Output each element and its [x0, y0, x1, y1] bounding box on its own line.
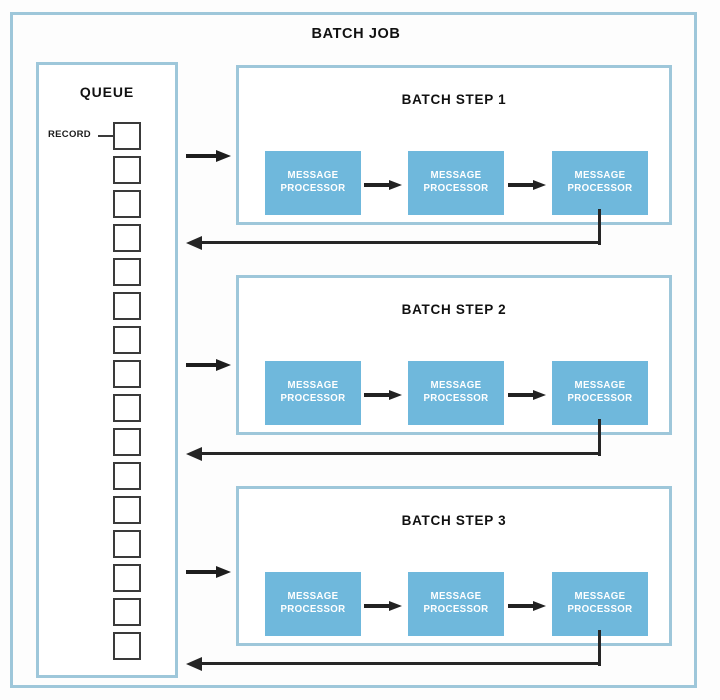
processor-label-line1: MESSAGE — [574, 591, 626, 603]
arrow-shaft — [186, 570, 219, 574]
queue-record-box — [113, 496, 141, 524]
step-3-message-processor-2: MESSAGE PROCESSOR — [408, 572, 504, 636]
arrow-shaft — [186, 363, 219, 367]
queue-record-box — [113, 598, 141, 626]
batch-step-3-title: BATCH STEP 3 — [401, 513, 507, 528]
queue-to-step-3-arrow — [186, 566, 236, 578]
processor-label-line2: PROCESSOR — [567, 183, 633, 194]
processor-label-line2: PROCESSOR — [567, 393, 633, 404]
queue-record-box — [113, 190, 141, 218]
arrow-shaft — [186, 154, 219, 158]
queue-record-box — [113, 394, 141, 422]
arrow-head-icon — [533, 601, 546, 611]
step-1-message-processor-3: MESSAGE PROCESSOR — [552, 151, 648, 215]
queue-title: QUEUE — [79, 84, 135, 100]
processor-label-line1: MESSAGE — [574, 380, 626, 392]
arrow-head-icon — [389, 180, 402, 190]
step-1-processor-arrow-1 — [364, 180, 404, 190]
batch-step-1-panel: BATCH STEP 1 MESSAGE PROCESSOR MESSAGE P… — [236, 65, 672, 225]
batch-job-title: BATCH JOB — [0, 26, 720, 42]
queue-record-box — [113, 428, 141, 456]
arrow-head-icon — [216, 359, 231, 371]
return-line — [200, 452, 601, 456]
processor-label-line1: MESSAGE — [430, 380, 482, 392]
queue-record-stack — [113, 122, 143, 666]
queue-record-box — [113, 360, 141, 388]
processor-label-line2: PROCESSOR — [280, 604, 346, 615]
arrow-head-icon — [533, 390, 546, 400]
step-3-message-processor-1: MESSAGE PROCESSOR — [265, 572, 361, 636]
arrow-head-icon — [389, 601, 402, 611]
return-riser — [598, 419, 602, 456]
queue-record-box — [113, 122, 141, 150]
return-line — [200, 662, 601, 666]
arrow-shaft — [508, 183, 535, 187]
batch-step-2-panel: BATCH STEP 2 MESSAGE PROCESSOR MESSAGE P… — [236, 275, 672, 435]
step-1-message-processor-1: MESSAGE PROCESSOR — [265, 151, 361, 215]
processor-label-line2: PROCESSOR — [423, 604, 489, 615]
processor-label-line2: PROCESSOR — [423, 183, 489, 194]
step-2-message-processor-2: MESSAGE PROCESSOR — [408, 361, 504, 425]
arrow-head-icon — [186, 236, 202, 250]
batch-step-3-panel: BATCH STEP 3 MESSAGE PROCESSOR MESSAGE P… — [236, 486, 672, 646]
processor-label-line1: MESSAGE — [574, 170, 626, 182]
step-1-processor-arrow-2 — [508, 180, 548, 190]
queue-record-box — [113, 326, 141, 354]
arrow-head-icon — [186, 447, 202, 461]
arrow-shaft — [364, 183, 391, 187]
record-label: RECORD — [48, 129, 91, 140]
batch-job-title-text: BATCH JOB — [311, 26, 401, 42]
queue-to-step-1-arrow — [186, 150, 236, 162]
step-2-message-processor-3: MESSAGE PROCESSOR — [552, 361, 648, 425]
batch-job-frame — [10, 12, 697, 688]
arrow-shaft — [364, 604, 391, 608]
processor-label-line1: MESSAGE — [287, 170, 339, 182]
queue-record-box — [113, 462, 141, 490]
batch-step-1-title: BATCH STEP 1 — [401, 92, 507, 107]
arrow-head-icon — [389, 390, 402, 400]
queue-to-step-2-arrow — [186, 359, 236, 371]
processor-label-line2: PROCESSOR — [423, 393, 489, 404]
step-3-processor-arrow-1 — [364, 601, 404, 611]
step-2-message-processor-1: MESSAGE PROCESSOR — [265, 361, 361, 425]
processor-label-line1: MESSAGE — [287, 591, 339, 603]
processor-label-line2: PROCESSOR — [567, 604, 633, 615]
queue-record-box — [113, 156, 141, 184]
processor-label-line1: MESSAGE — [287, 380, 339, 392]
arrow-shaft — [508, 393, 535, 397]
step-2-processor-arrow-1 — [364, 390, 404, 400]
processor-label-line2: PROCESSOR — [280, 393, 346, 404]
queue-record-box — [113, 530, 141, 558]
return-riser — [598, 630, 602, 666]
step-3-processor-arrow-2 — [508, 601, 548, 611]
return-riser — [598, 209, 602, 245]
queue-record-box — [113, 292, 141, 320]
batch-step-2-title: BATCH STEP 2 — [401, 302, 507, 317]
step-3-message-processor-3: MESSAGE PROCESSOR — [552, 572, 648, 636]
queue-record-box — [113, 564, 141, 592]
step-2-processor-arrow-2 — [508, 390, 548, 400]
arrow-shaft — [364, 393, 391, 397]
queue-record-box — [113, 258, 141, 286]
processor-label-line2: PROCESSOR — [280, 183, 346, 194]
queue-record-box — [113, 224, 141, 252]
step-1-message-processor-2: MESSAGE PROCESSOR — [408, 151, 504, 215]
queue-panel — [36, 62, 178, 678]
arrow-head-icon — [186, 657, 202, 671]
arrow-head-icon — [216, 566, 231, 578]
record-leader-line — [98, 135, 114, 137]
processor-label-line1: MESSAGE — [430, 170, 482, 182]
arrow-shaft — [508, 604, 535, 608]
arrow-head-icon — [216, 150, 231, 162]
return-line — [200, 241, 601, 245]
arrow-head-icon — [533, 180, 546, 190]
processor-label-line1: MESSAGE — [430, 591, 482, 603]
queue-record-box — [113, 632, 141, 660]
